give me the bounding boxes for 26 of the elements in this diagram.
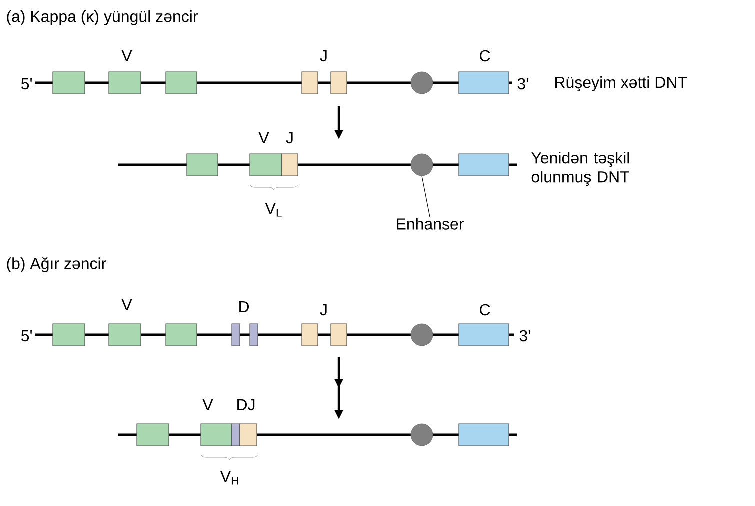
enhancer-circle (410, 424, 434, 446)
segment-label: V (202, 399, 214, 410)
end-label: 5' (22, 330, 32, 342)
segment-label: V (122, 300, 132, 310)
enhancer-label: Enhanser (397, 218, 464, 230)
segment-label: J (320, 50, 327, 62)
segment-label: D (240, 302, 250, 312)
leader-line (422, 176, 430, 218)
region-label: V$_{L}$ (265, 203, 282, 217)
section-title: (a) Kappa (κ) yüngül zəncir (7, 10, 198, 26)
segment-label: V (122, 50, 132, 62)
enhancer-circle (410, 154, 434, 176)
end-label: 5' (22, 78, 32, 90)
segment-label: C (480, 50, 490, 62)
strand-caption: Rüşeyim xətti DNT (556, 76, 688, 92)
region-label: V$_{H}$ (220, 471, 238, 485)
strand-caption: Yenidən təşkil olunmuş DNT (532, 152, 630, 186)
enhancer-circle (410, 324, 434, 346)
section-title: (b) Ağır zəncir (7, 257, 106, 273)
segment-label: DJ (238, 399, 255, 411)
enhancer-circle (410, 72, 434, 94)
segment-label: C (480, 304, 490, 316)
segment-label: V (258, 132, 270, 144)
segment-label: J (286, 132, 293, 144)
end-label: 3' (520, 330, 530, 342)
end-label: 3' (518, 78, 528, 90)
